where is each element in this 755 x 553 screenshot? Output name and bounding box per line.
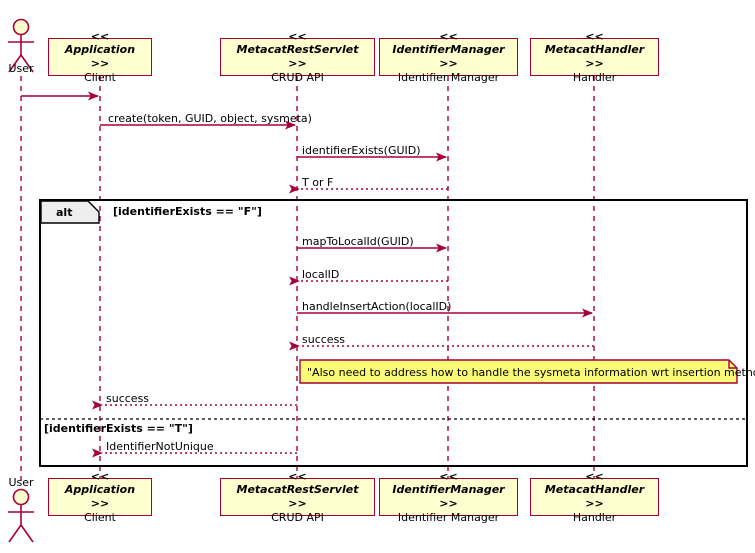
participant-stereotype-idmgr-bottom: << IdentifierManager >> <box>392 469 505 511</box>
participant-box-idmgr-bottom[interactable]: << IdentifierManager >> Identifier Manag… <box>379 470 518 524</box>
message-label-identifier-not-unique: IdentifierNotUnique <box>106 440 214 453</box>
message-label-create: create(token, GUID, object, sysmeta) <box>108 112 312 125</box>
message-label-identifier-exists: identifierExists(GUID) <box>302 144 421 157</box>
message-label-handle-insert-action: handleInsertAction(localID) <box>302 300 452 313</box>
message-label-success-handler: success <box>302 333 346 346</box>
participant-name-client: Client <box>84 70 116 84</box>
actor-label-top: User <box>8 62 34 75</box>
participant-name-crud: CRUD API <box>271 70 324 84</box>
participant-name-idmgr: Identifier Manager <box>397 70 500 84</box>
alt-operator-label: alt <box>56 206 73 219</box>
participant-box-client-top[interactable]: << Application >> Client <box>48 30 152 84</box>
message-label-map-to-localid: mapToLocalId(GUID) <box>302 235 414 248</box>
alt-condition-true: [identifierExists == "T"] <box>44 422 193 435</box>
participant-stereotype-handler-bottom: << MetacatHandler >> <box>544 469 645 511</box>
note-text: "Also need to address how to handle the … <box>307 366 755 379</box>
actor-label-bottom: User <box>8 476 34 489</box>
participant-stereotype-client: << Application >> <box>64 29 136 71</box>
message-label-success-client: success <box>106 392 150 405</box>
alt-condition-false: [identifierExists == "F"] <box>113 205 262 218</box>
participant-name-handler-bottom: Handler <box>572 510 617 524</box>
participant-box-client-bottom[interactable]: << Application >> Client <box>48 470 152 524</box>
participant-stereotype-crud: << MetacatRestServlet >> <box>236 29 359 71</box>
participant-stereotype-handler: << MetacatHandler >> <box>544 29 645 71</box>
participant-stereotype-idmgr: << IdentifierManager >> <box>392 29 505 71</box>
participant-stereotype-client-bottom: << Application >> <box>64 469 136 511</box>
message-arrows <box>21 91 594 458</box>
participant-box-crud-bottom[interactable]: << MetacatRestServlet >> CRUD API <box>220 470 375 524</box>
participant-box-crud-top[interactable]: << MetacatRestServlet >> CRUD API <box>220 30 375 84</box>
alt-operator-tab <box>40 200 100 224</box>
participant-box-handler-top[interactable]: << MetacatHandler >> Handler <box>530 30 659 84</box>
participant-name-idmgr-bottom: Identifier Manager <box>397 510 500 524</box>
actor-user-top <box>8 18 34 73</box>
actor-user-bottom <box>8 488 34 543</box>
participant-name-client-bottom: Client <box>84 510 116 524</box>
participant-box-handler-bottom[interactable]: << MetacatHandler >> Handler <box>530 470 659 524</box>
participant-stereotype-crud-bottom: << MetacatRestServlet >> <box>236 469 359 511</box>
note-shape <box>299 359 738 384</box>
participant-box-idmgr-top[interactable]: << IdentifierManager >> Identifier Manag… <box>379 30 518 84</box>
alt-fragment-frame <box>39 199 748 467</box>
participant-name-crud-bottom: CRUD API <box>271 510 324 524</box>
message-label-localid: localID <box>302 268 340 281</box>
message-label-t-or-f: T or F <box>302 176 334 189</box>
participant-name-handler: Handler <box>572 70 617 84</box>
